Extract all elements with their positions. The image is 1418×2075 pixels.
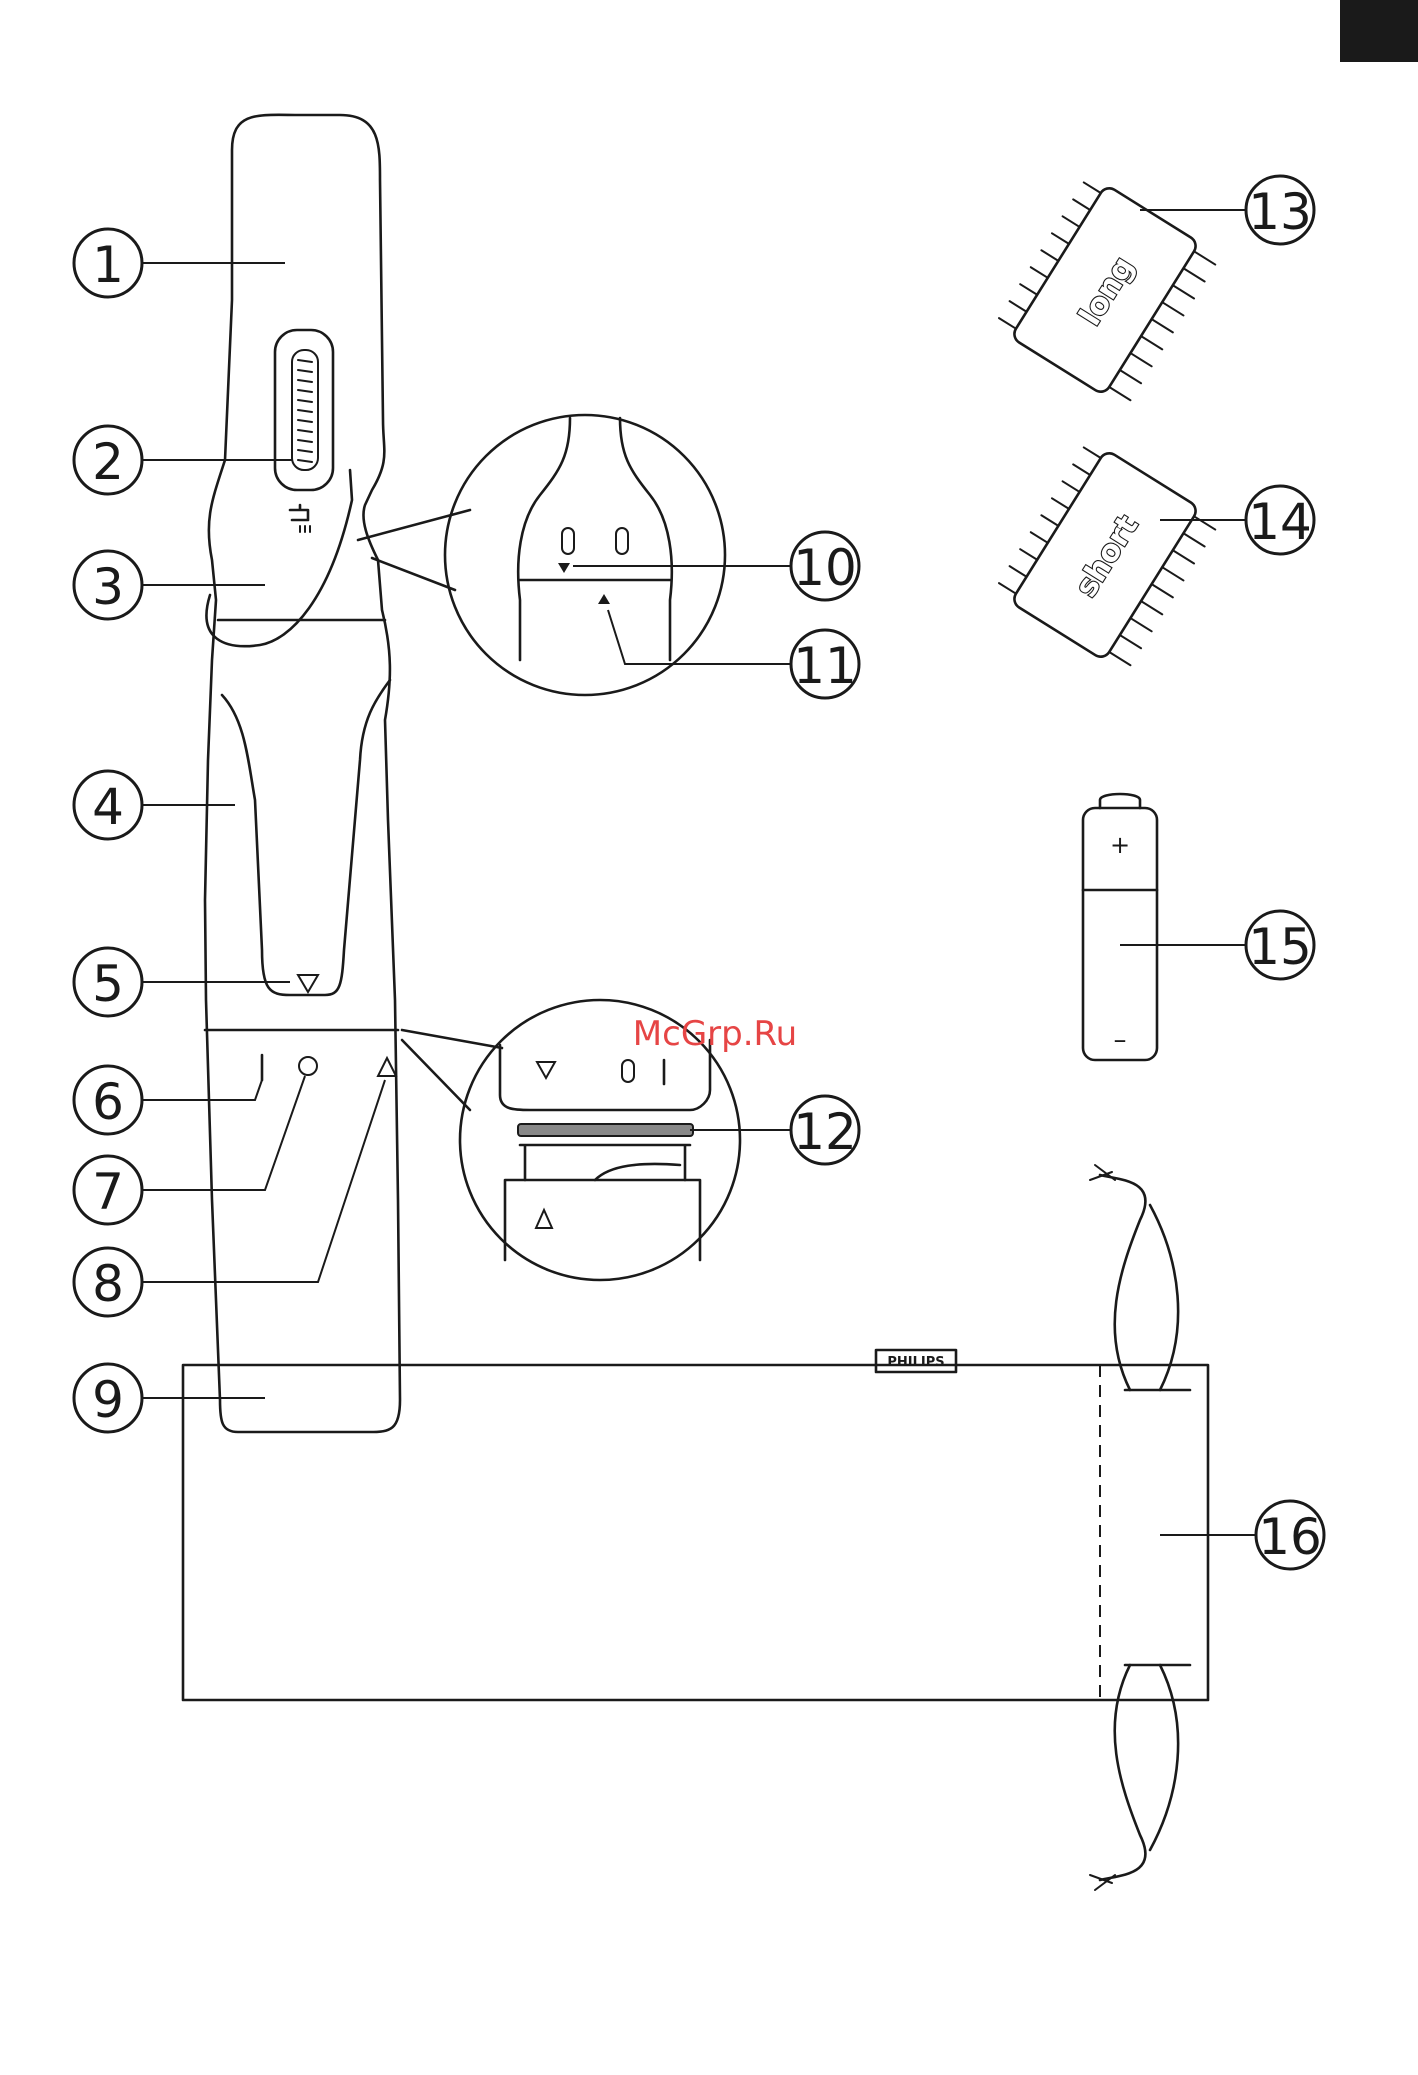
svg-text:1: 1 [92, 236, 124, 294]
svg-text:13: 13 [1248, 183, 1312, 241]
svg-text:12: 12 [793, 1103, 857, 1161]
svg-text:4: 4 [92, 778, 124, 836]
callout-6: 6 [74, 1066, 142, 1134]
corner-tab [1340, 0, 1418, 62]
svg-text:15: 15 [1248, 918, 1312, 976]
callout-3: 3 [74, 551, 142, 619]
svg-text:7: 7 [92, 1163, 124, 1221]
battery: + – [1083, 794, 1157, 1060]
svg-text:5: 5 [92, 955, 124, 1013]
callout-11: 11 [791, 630, 859, 698]
callout-2: 2 [74, 426, 142, 494]
svg-text:3: 3 [92, 558, 124, 616]
callout-9: 9 [74, 1364, 142, 1432]
svg-text:8: 8 [92, 1255, 124, 1313]
callout-14: 14 [1246, 486, 1314, 554]
callout-12: 12 [791, 1096, 859, 1164]
trimmer-body [205, 115, 400, 1432]
zoom-detail-head [358, 415, 725, 695]
callout-15: 15 [1246, 911, 1314, 979]
callout-5: 5 [74, 948, 142, 1016]
comb-long-label: long [1073, 251, 1142, 332]
callout-16: 16 [1256, 1501, 1324, 1569]
svg-text:10: 10 [793, 539, 857, 597]
callout-7: 7 [74, 1156, 142, 1224]
watermark-text: McGrp.Ru [633, 1014, 797, 1054]
comb-short-label: short [1069, 509, 1146, 603]
battery-minus: – [1114, 1025, 1127, 1055]
callout-10: 10 [791, 532, 859, 600]
svg-text:2: 2 [92, 433, 124, 491]
callout-8: 8 [74, 1248, 142, 1316]
svg-text:11: 11 [793, 637, 857, 695]
leader-lines [140, 210, 1255, 1535]
pouch: PHILIPS [183, 1165, 1208, 1890]
callout-4: 4 [74, 771, 142, 839]
svg-text:9: 9 [92, 1371, 124, 1429]
callout-1: 1 [74, 229, 142, 297]
svg-text:6: 6 [92, 1073, 124, 1131]
svg-text:16: 16 [1258, 1508, 1322, 1566]
comb-short: short [994, 439, 1221, 674]
battery-plus: + [1110, 831, 1130, 859]
pouch-brand: PHILIPS [887, 1355, 944, 1370]
callout-13: 13 [1246, 176, 1314, 244]
svg-text:14: 14 [1248, 493, 1312, 551]
